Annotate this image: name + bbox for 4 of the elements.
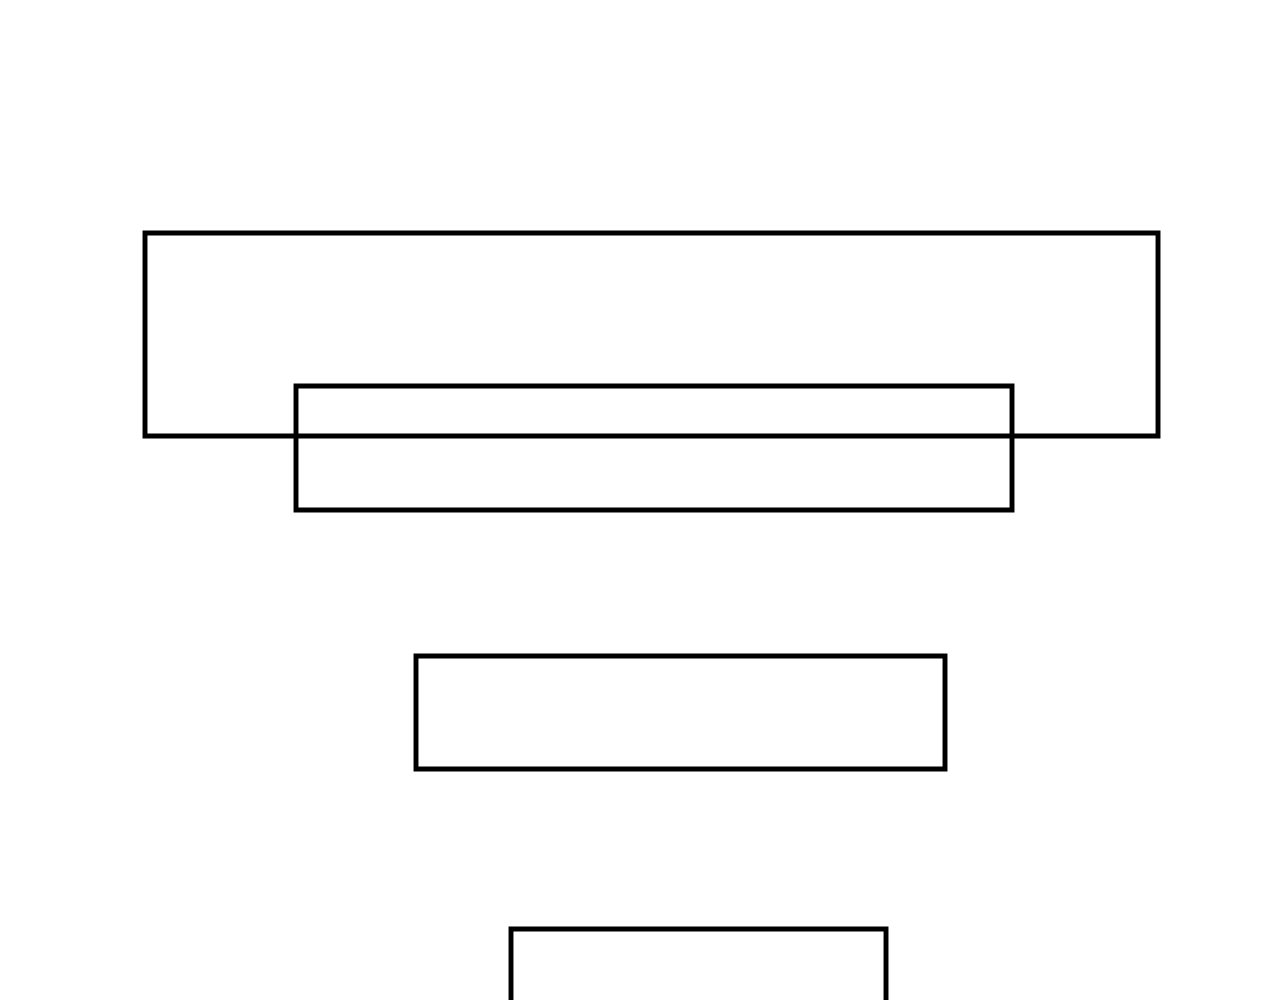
empty-box: [293, 383, 1015, 513]
empty-box: [142, 230, 1161, 439]
empty-box: [508, 926, 889, 1000]
empty-box: [413, 653, 948, 772]
